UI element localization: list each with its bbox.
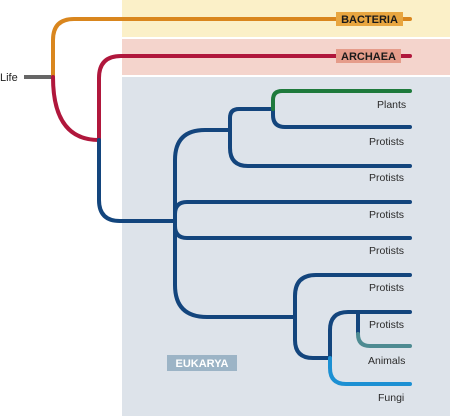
leaf-protists-1: Protists	[369, 136, 404, 148]
eukarya-label: EUKARYA	[176, 358, 229, 370]
leaf-fungi: Fungi	[378, 392, 404, 404]
bacteria-label: BACTERIA	[341, 14, 398, 26]
leaf-plants: Plants	[377, 99, 406, 111]
eukarya-stem	[97, 138, 177, 223]
opisthokont-stem	[293, 315, 332, 360]
eukarya-tag	[167, 355, 237, 371]
root-label: Life	[0, 72, 18, 84]
leaf-animals: Animals	[368, 355, 405, 367]
fungi-branch	[328, 356, 412, 386]
bacteria-tag	[336, 12, 403, 26]
eukarya-upper-clade	[173, 128, 232, 223]
plants-protists-clade	[228, 107, 412, 168]
protists-animals-clade	[328, 310, 412, 360]
archaea-label: ARCHAEA	[341, 51, 396, 63]
leaf-protists-5: Protists	[369, 282, 404, 294]
plants-node	[271, 107, 412, 129]
leaf-protists-4: Protists	[369, 245, 404, 257]
bacteria-branch	[51, 17, 412, 79]
plants-branch	[271, 89, 412, 111]
protists-5-branch	[293, 273, 412, 319]
archaea-tag	[336, 49, 401, 63]
eukarya-lower-clade	[173, 219, 297, 319]
leaf-protists-6: Protists	[369, 319, 404, 331]
leaf-protists-3: Protists	[369, 209, 404, 221]
leaf-protists-2: Protists	[369, 172, 404, 184]
animals-branch	[356, 332, 412, 348]
